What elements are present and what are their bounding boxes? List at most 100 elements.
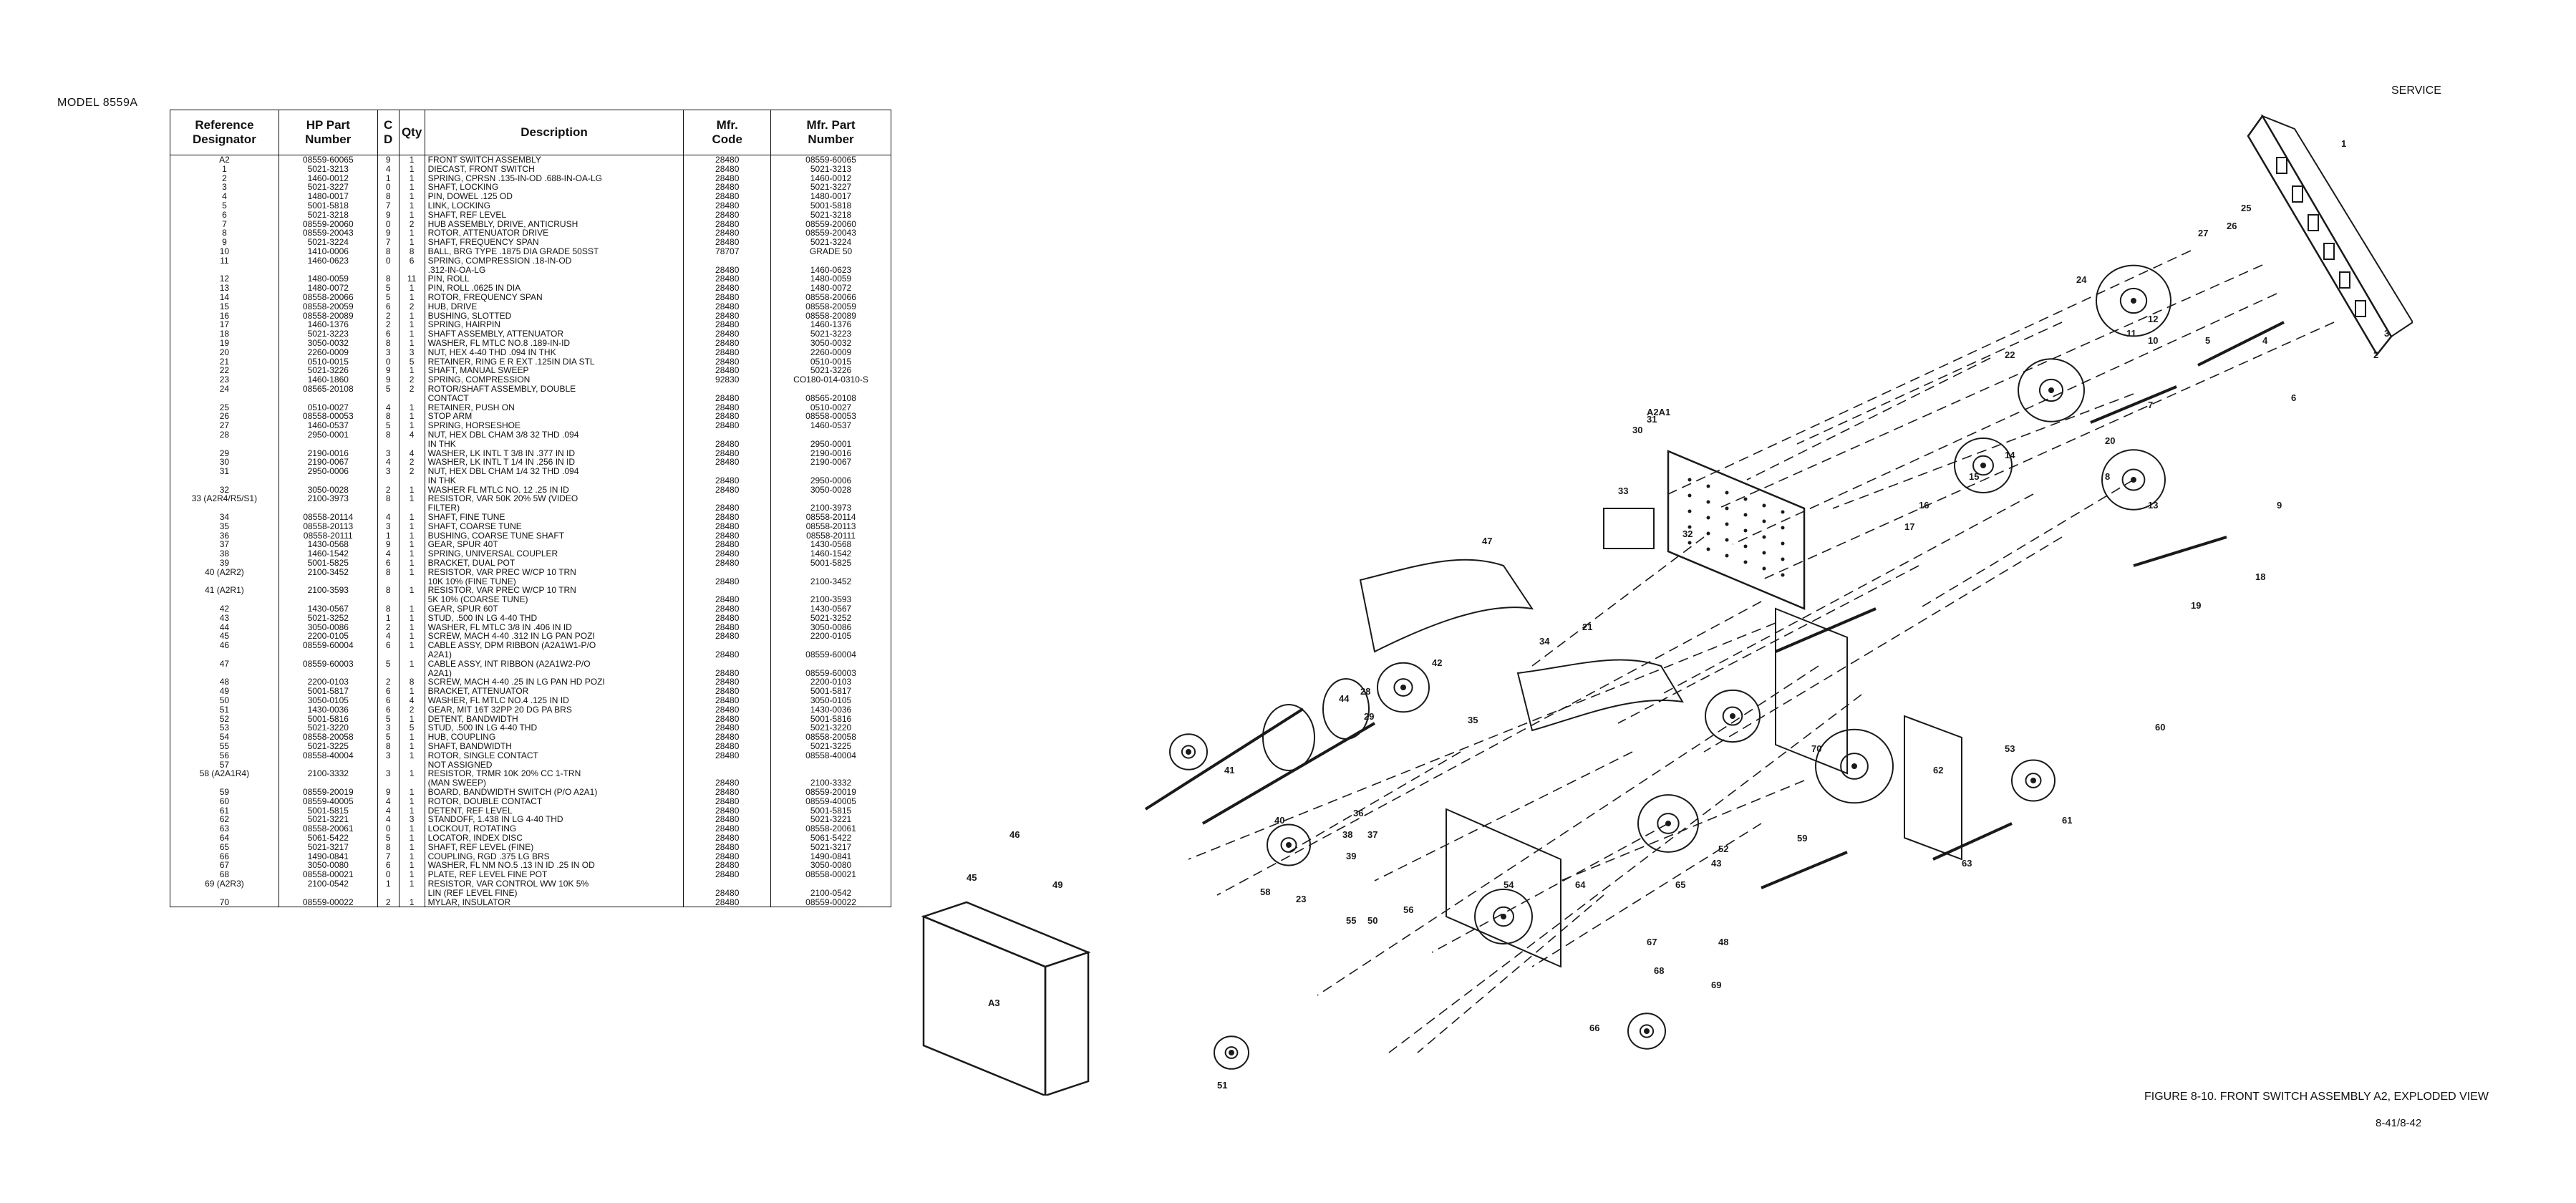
cell-description: SPRING, COMPRESSION .18-IN-OD — [424, 256, 684, 266]
cell-mfr-part-number: 3050-0080 — [770, 861, 891, 871]
cell-hp-part-number: 2950-0001 — [278, 430, 378, 440]
gear-disc — [1267, 823, 1311, 866]
cell-cd: 4 — [377, 632, 400, 642]
alignment-dashed-line — [1832, 393, 2134, 509]
cell-reference-designator: 66 — [170, 851, 279, 861]
cell-cd: 5 — [377, 384, 400, 394]
cell-hp-part-number: 08558-00021 — [278, 870, 378, 879]
cell-cd: 7 — [377, 851, 400, 861]
cell-hp-part-number: 5021-3252 — [278, 613, 378, 623]
cell-qty: 2 — [398, 467, 425, 476]
cell-reference-designator: 54 — [170, 733, 279, 742]
callout-label: 59 — [1797, 833, 1807, 844]
cell-cd: 1 — [377, 531, 400, 541]
cell-cd: 4 — [377, 513, 400, 522]
cell-reference-designator: 25 — [170, 402, 279, 412]
cell-hp-part-number — [278, 668, 378, 678]
cell-qty: 1 — [398, 604, 425, 614]
cell-reference-designator: 10 — [170, 246, 279, 256]
cell-mfr-code: 28480 — [683, 549, 772, 559]
cell-hp-part-number: 5001-5816 — [278, 714, 378, 724]
cell-reference-designator: 36 — [170, 531, 279, 541]
cell-hp-part-number — [278, 760, 378, 770]
cell-qty: 5 — [398, 723, 425, 733]
gear-disc — [1627, 1013, 1666, 1050]
callout-label: 17 — [1904, 521, 1914, 532]
cell-description: RESISTOR, TRMR 10K 20% CC 1-TRN — [424, 769, 684, 779]
board-pad — [1706, 484, 1710, 488]
cell-cd: 0 — [377, 870, 400, 879]
cell-hp-part-number — [278, 888, 378, 898]
potentiometer-40 — [1322, 678, 1370, 740]
cell-cd: 6 — [377, 687, 400, 697]
cell-hp-part-number: 1460-1376 — [278, 320, 378, 330]
cell-cd: 1 — [377, 879, 400, 889]
gear-center — [1501, 914, 1506, 919]
callout-label: 61 — [2062, 815, 2072, 826]
alignment-dashed-line — [1317, 665, 1819, 996]
cell-qty: 1 — [398, 879, 425, 889]
board-pad — [1688, 509, 1692, 513]
cell-description: ROTOR, ATTENUATOR DRIVE — [424, 228, 684, 238]
gear-hub — [2025, 773, 2042, 788]
cell-qty: 2 — [398, 705, 425, 715]
cell-qty: 1 — [398, 750, 425, 760]
cell-mfr-part-number: 2950-0006 — [770, 475, 891, 485]
cell-mfr-code: 28480 — [683, 824, 772, 834]
cell-description: GEAR, SPUR 40T — [424, 540, 684, 550]
cell-cd: 5 — [377, 733, 400, 742]
cell-cd: 2 — [377, 622, 400, 632]
cell-mfr-part-number: 1460-1542 — [770, 549, 891, 559]
cell-hp-part-number: 08558-00053 — [278, 412, 378, 422]
cell-description: SCREW, MACH 4-40 .25 IN LG PAN HD POZI — [424, 677, 684, 687]
gear-center — [2131, 477, 2136, 483]
alignment-dashed-line — [1732, 293, 2277, 545]
cell-hp-part-number: 08558-20066 — [278, 292, 378, 302]
cell-mfr-code: 28480 — [683, 164, 772, 174]
cell-mfr-part-number: 08558-00053 — [770, 412, 891, 422]
cell-mfr-code: 28480 — [683, 687, 772, 697]
cell-qty: 1 — [398, 714, 425, 724]
cell-cd — [377, 668, 400, 678]
board-pad — [1688, 493, 1692, 498]
cell-mfr-part-number: 08558-20061 — [770, 824, 891, 834]
alignment-dashed-line — [1431, 823, 1669, 953]
cell-cd: 4 — [377, 458, 400, 468]
cell-mfr-part-number: 08559-40005 — [770, 796, 891, 806]
cell-mfr-code: 28480 — [683, 806, 772, 816]
cell-qty — [398, 888, 425, 898]
cell-reference-designator: 65 — [170, 842, 279, 852]
cell-description: FILTER) — [424, 503, 684, 513]
cell-mfr-code: 28480 — [683, 448, 772, 458]
cell-qty: 1 — [398, 320, 425, 330]
cell-qty: 1 — [398, 540, 425, 550]
shaft — [2133, 536, 2227, 567]
cell-qty: 4 — [398, 430, 425, 440]
cell-description: SHAFT, BANDWIDTH — [424, 742, 684, 751]
cell-description: PIN, ROLL — [424, 274, 684, 284]
cell-mfr-part-number: 3050-0105 — [770, 696, 891, 705]
cell-qty — [398, 439, 425, 449]
cell-qty: 5 — [398, 357, 425, 367]
cell-mfr-part-number: 08559-60004 — [770, 650, 891, 660]
cell-qty: 1 — [398, 284, 425, 293]
cell-reference-designator: 12 — [170, 274, 279, 284]
alignment-dashed-line — [1796, 322, 2063, 445]
cell-description: RESISTOR, VAR 50K 20% 5W (VIDEO — [424, 494, 684, 504]
cell-qty: 1 — [398, 851, 425, 861]
cell-mfr-code: 28480 — [683, 750, 772, 760]
cell-reference-designator: 46 — [170, 641, 279, 651]
cell-qty — [398, 595, 425, 605]
callout-label: 13 — [2148, 500, 2158, 511]
cell-description: SPRING, HORSESHOE — [424, 421, 684, 430]
alignment-dashed-line — [1918, 479, 2134, 609]
